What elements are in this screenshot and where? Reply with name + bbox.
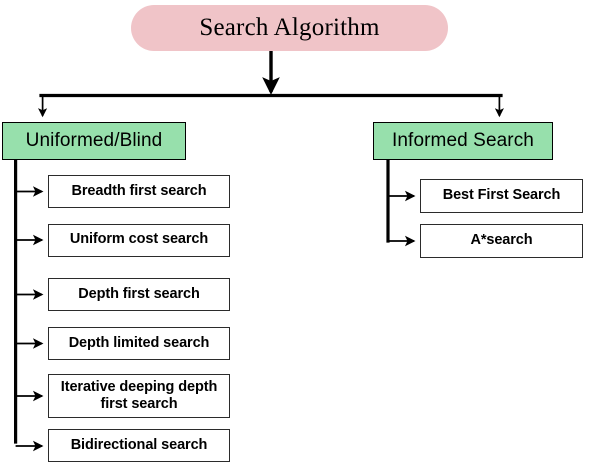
leaf-node-depth-first-search[interactable]: Depth first search: [48, 278, 230, 311]
leaf-node-depth-limited-search[interactable]: Depth limited search: [48, 327, 230, 360]
category-node-uninformed-blind[interactable]: Uniformed/Blind: [2, 122, 186, 160]
leaf-node-best-first-search[interactable]: Best First Search: [420, 179, 583, 213]
leaf-node-breadth-first-search[interactable]: Breadth first search: [48, 175, 230, 208]
leaf-node-iterative-deeping-depth-first-search[interactable]: Iterative deeping depth first search: [48, 374, 230, 418]
category-node-informed-search[interactable]: Informed Search: [373, 122, 553, 160]
root-node-search-algorithm[interactable]: Search Algorithm: [131, 5, 448, 51]
leaf-node-uniform-cost-search[interactable]: Uniform cost search: [48, 223, 230, 257]
leaf-node-a-star-search[interactable]: A*search: [420, 224, 583, 258]
leaf-node-bidirectional-search[interactable]: Bidirectional search: [48, 429, 230, 462]
